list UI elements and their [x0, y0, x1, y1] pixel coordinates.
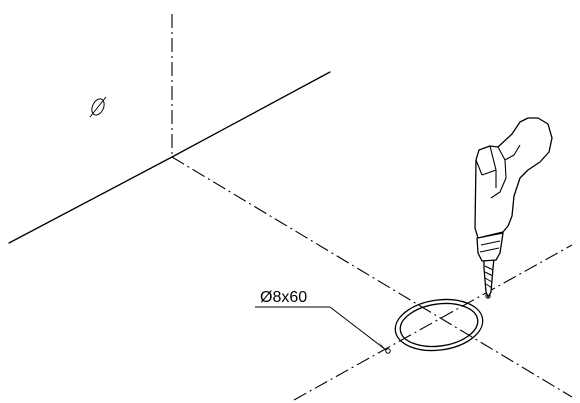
ring-outer [394, 298, 484, 352]
drill-handle-detail [475, 145, 507, 199]
drill-body [474, 117, 553, 239]
drill-point-left [385, 348, 391, 354]
hole-cross-centerline [293, 244, 573, 401]
floor-hole-ring [394, 298, 484, 352]
drill-bit [483, 257, 495, 298]
drill-chuck [476, 232, 504, 262]
drill-icon [474, 117, 553, 298]
room-corner [8, 71, 331, 244]
dimension-leader [255, 306, 387, 351]
dimension-label: Ø8x60 [260, 289, 307, 306]
floor-diagonal-centerline [171, 156, 573, 398]
ring-inner [399, 302, 479, 348]
center-lines [171, 14, 573, 401]
wall-floor-edge-left [8, 156, 173, 244]
diameter-symbol-icon [89, 96, 107, 118]
wall-floor-edge-right [171, 71, 331, 158]
